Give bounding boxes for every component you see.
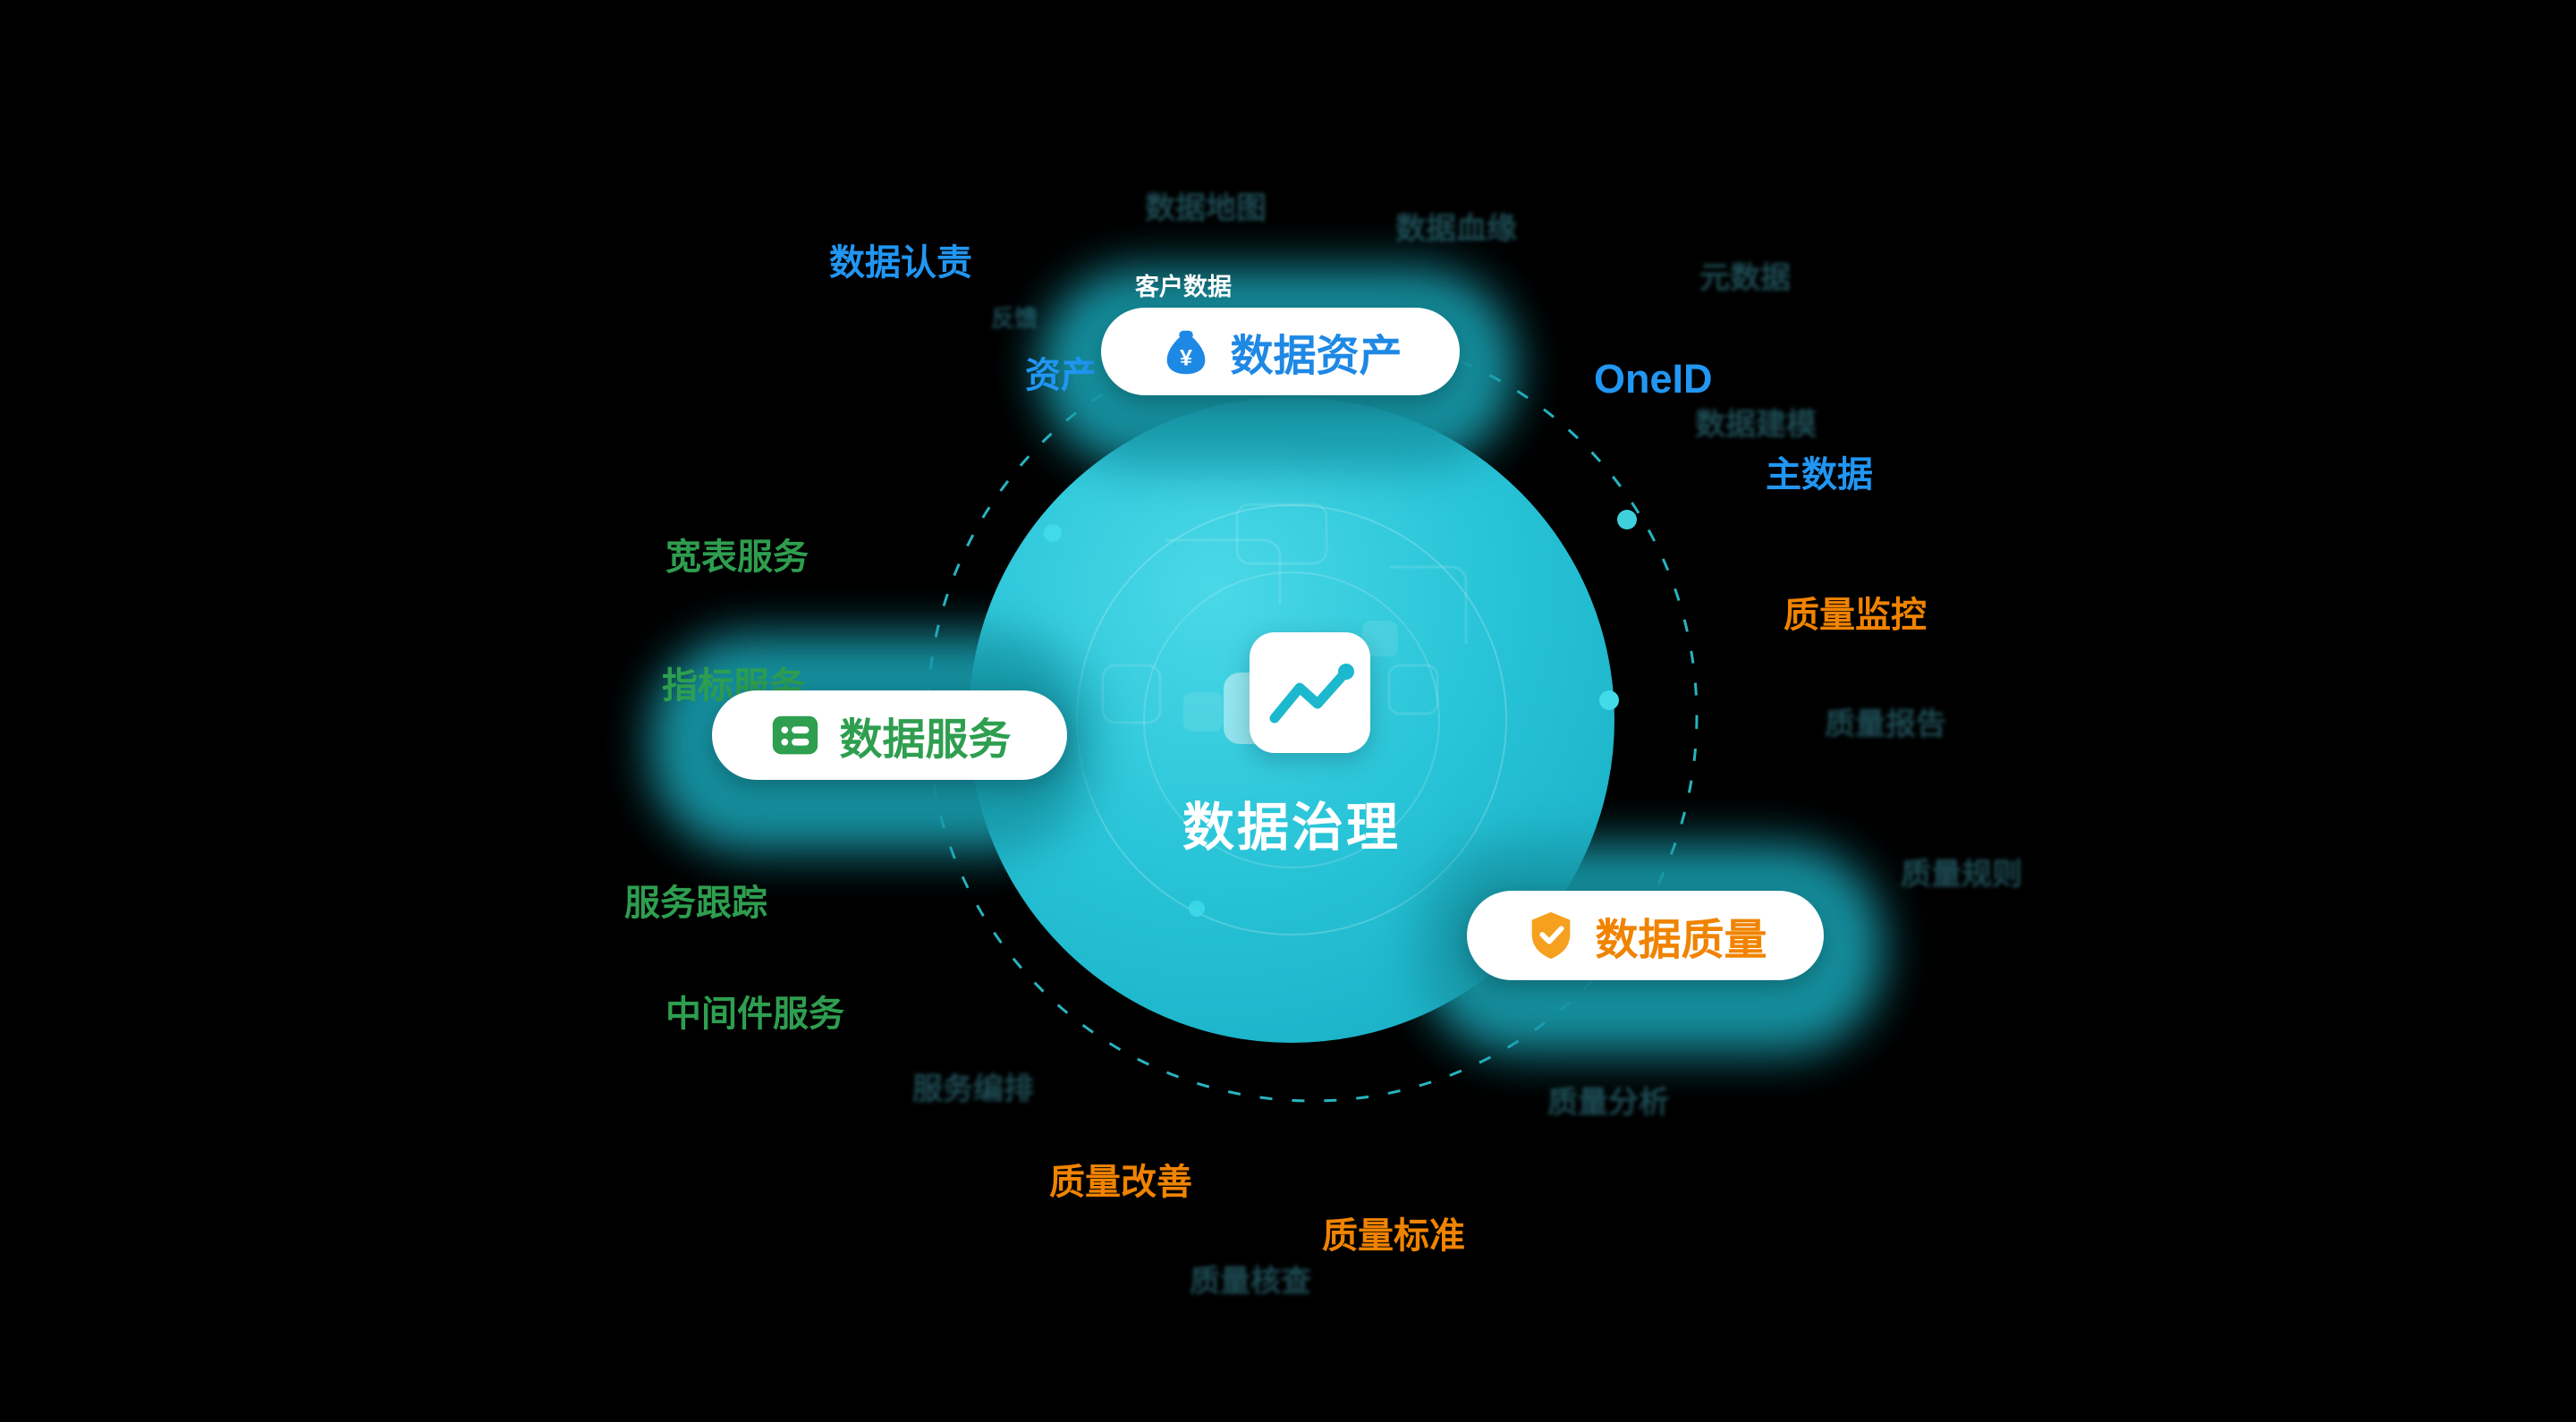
label-wide-table-service: 宽表服务 <box>665 537 809 577</box>
faint-label: 元数据 <box>1699 261 1791 295</box>
faint-label: 反馈 <box>991 305 1038 332</box>
data-quality-pill-label: 数据质量 <box>1595 917 1767 964</box>
label-middleware-service: 中间件服务 <box>665 995 844 1034</box>
label-asset: 资产 <box>1025 356 1097 395</box>
faint-label: 服务编排 <box>912 1072 1034 1106</box>
data-service-pill: 数据服务 <box>712 690 1067 780</box>
data-service-pill-label: 数据服务 <box>839 716 1012 764</box>
faint-label: 质量分析 <box>1547 1086 1669 1120</box>
faint-label: 质量核查 <box>1190 1265 1311 1299</box>
label-service-tracking: 服务跟踪 <box>624 884 767 923</box>
orbit-dot <box>1617 510 1637 529</box>
shield-check-icon <box>1532 911 1571 960</box>
faint-label: 质量规则 <box>1901 858 2022 892</box>
label-quality-standard: 质量标准 <box>1322 1216 1465 1256</box>
label-customer-data: 客户数据 <box>1135 274 1232 300</box>
label-master-data: 主数据 <box>1766 455 1873 495</box>
svg-text:¥: ¥ <box>1180 346 1192 371</box>
label-quality-monitoring: 质量监控 <box>1784 596 1927 635</box>
money-bag-icon: ¥ <box>1167 330 1206 375</box>
faint-label: 质量报告 <box>1825 707 1946 741</box>
data-asset-pill: ¥ 数据资产 <box>1101 308 1460 395</box>
faint-label: 数据地图 <box>1145 191 1267 225</box>
chart-line-icon <box>1269 664 1354 724</box>
label-data-accountability: 数据认责 <box>829 243 972 283</box>
label-oneid: OneID <box>1594 356 1713 402</box>
chart-doc-icon <box>1250 632 1370 753</box>
faint-label: 数据建模 <box>1695 408 1817 442</box>
data-asset-pill-label: 数据资产 <box>1230 333 1402 380</box>
data-quality-pill: 数据质量 <box>1467 891 1824 980</box>
faint-label: 数据血缘 <box>1395 212 1517 246</box>
label-quality-improvement: 质量改善 <box>1049 1163 1192 1202</box>
database-icon <box>773 715 818 755</box>
